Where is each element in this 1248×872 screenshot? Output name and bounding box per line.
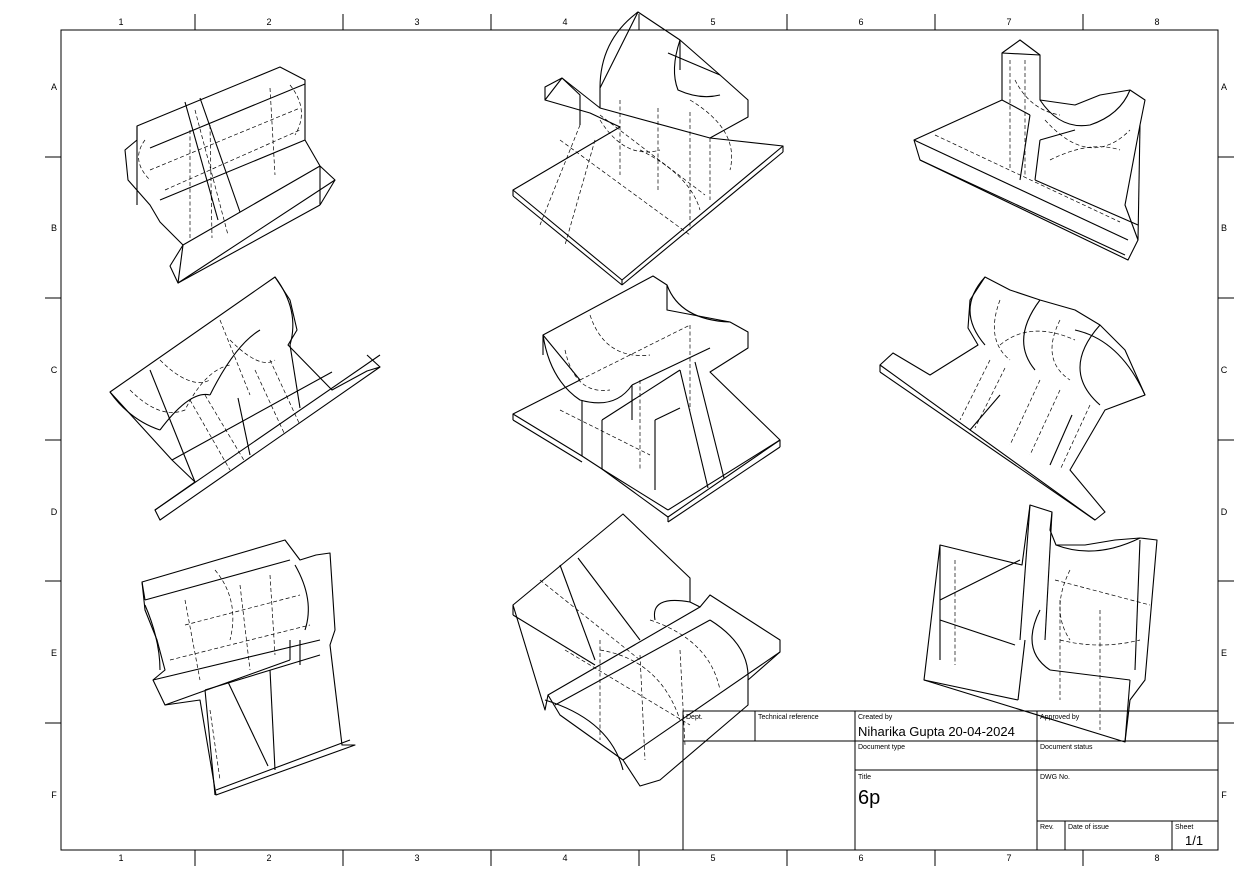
column-label: 8 [1154,853,1159,863]
created-by-value: Niharika Gupta 20-04-2024 [858,724,1015,739]
isometric-view-c2 [512,275,781,523]
sheet-frame [45,14,1234,866]
row-label: D [51,507,58,517]
column-label: 3 [414,17,419,27]
column-label: 6 [858,17,863,27]
sheet-number: 1/1 [1185,833,1203,848]
row-label: A [1221,82,1227,92]
isometric-view-e3 [923,504,1158,743]
row-label: F [1221,790,1227,800]
column-label: 5 [710,17,715,27]
title-label: Title [858,774,871,781]
isometric-view-e2 [512,513,781,787]
title-block: Dept. Technical reference Created by Nih… [682,710,1219,851]
document-status-label: Document status [1040,744,1093,751]
column-labels-top: 1 2 3 4 5 6 7 8 [118,17,1159,27]
isometric-view-e1 [141,539,356,796]
date-of-issue-label: Date of issue [1068,824,1109,831]
row-label: B [1221,223,1227,233]
column-label: 1 [118,853,123,863]
isometric-view-a2 [512,11,784,286]
row-labels-right: A B C D E F [1221,82,1228,800]
isometric-view-a3 [913,39,1146,261]
column-label: 5 [710,853,715,863]
isometric-view-c3 [879,276,1146,521]
row-label: D [1221,507,1228,517]
document-type-label: Document type [858,744,905,751]
rev-label: Rev. [1040,824,1054,831]
dwg-no-label: DWG No. [1040,774,1070,781]
column-label: 6 [858,853,863,863]
dept-label: Dept. [686,714,703,721]
row-label: C [1221,365,1228,375]
isometric-view-a1 [124,66,336,284]
column-labels-bottom: 1 2 3 4 5 6 7 8 [118,853,1159,863]
column-label: 2 [266,853,271,863]
approved-by-label: Approved by [1040,714,1080,721]
sheet-label: Sheet [1175,824,1193,831]
column-label: 4 [562,17,567,27]
column-label: 7 [1006,853,1011,863]
row-labels-left: A B C D E F [51,82,58,800]
column-label: 1 [118,17,123,27]
created-by-label: Created by [858,714,893,721]
row-label: C [51,365,58,375]
column-label: 2 [266,17,271,27]
row-label: A [51,82,57,92]
row-label: E [1221,648,1227,658]
row-label: B [51,223,57,233]
column-label: 7 [1006,17,1011,27]
row-label: E [51,648,57,658]
drawing-title: 6p [858,787,880,809]
column-label: 3 [414,853,419,863]
technical-reference-label: Technical reference [758,714,819,721]
row-label: F [51,790,57,800]
isometric-view-c1 [109,276,381,521]
column-label: 4 [562,853,567,863]
column-label: 8 [1154,17,1159,27]
